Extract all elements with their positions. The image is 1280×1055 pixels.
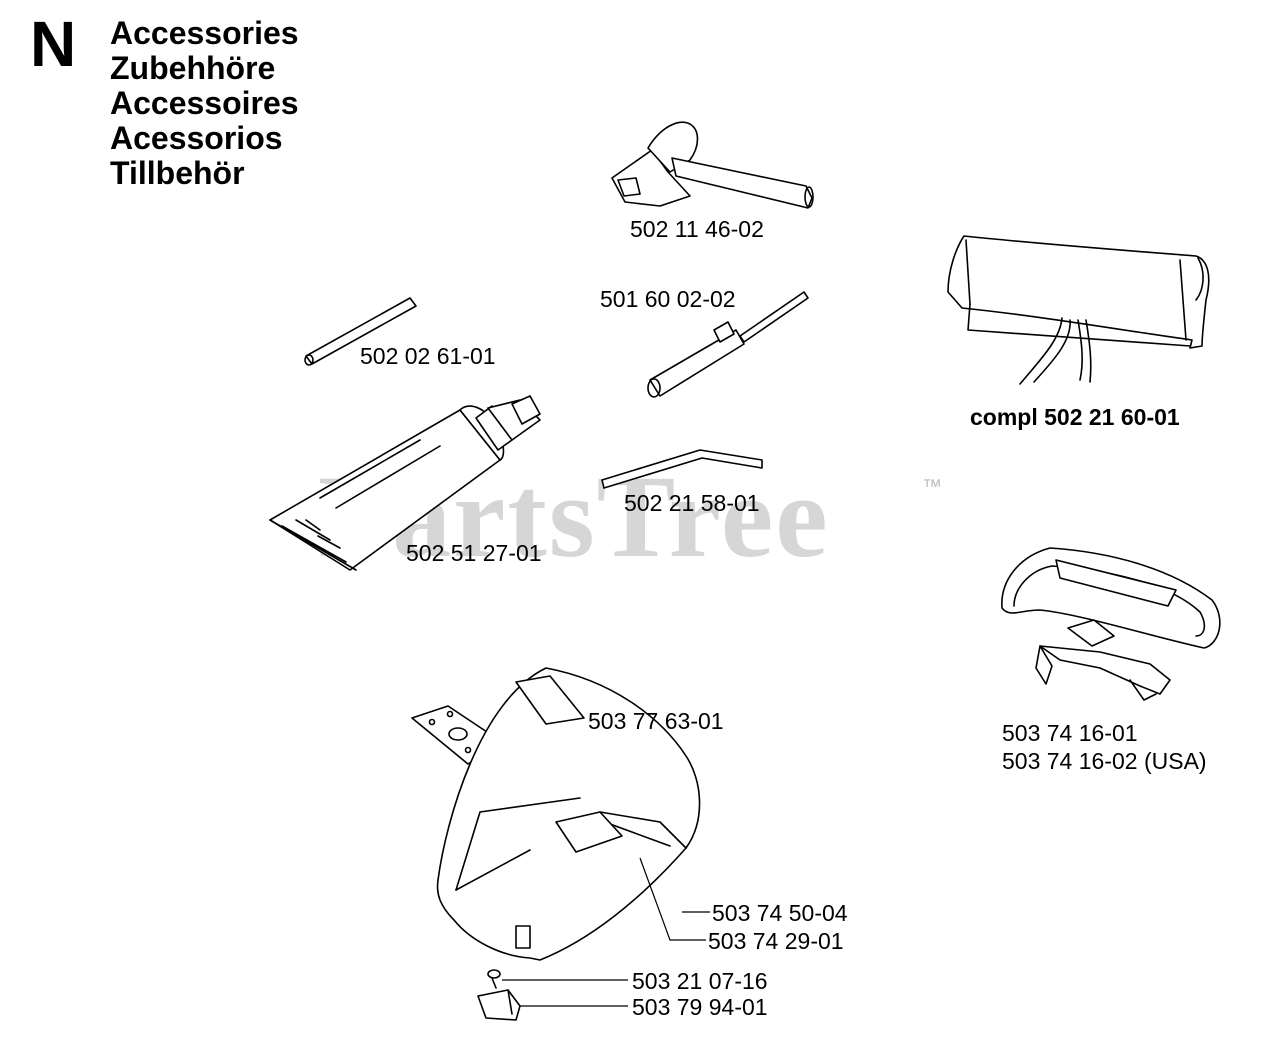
part-number-screw[interactable]: 503 21 07-16 <box>632 968 768 994</box>
part-number-wrench[interactable]: 502 11 46-02 <box>630 216 764 242</box>
title-french: Accessoires <box>110 85 299 121</box>
watermark-trademark: ™ <box>922 476 942 498</box>
part-number-file-holder[interactable]: 501 60 02-02 <box>600 286 736 312</box>
blade-guard-bag-icon[interactable] <box>947 235 1210 385</box>
part-number-hex-key[interactable]: 502 21 58-01 <box>624 490 760 516</box>
part-number-grease-tube[interactable]: 502 51 27-01 <box>406 540 542 566</box>
title-swedish: Tillbehör <box>110 155 245 191</box>
clip-icon[interactable] <box>477 989 628 1021</box>
part-number-blade-guard-bag[interactable]: compl 502 21 60-01 <box>970 404 1180 430</box>
rod-icon[interactable] <box>304 297 417 366</box>
title-german: Zubehhöre <box>110 50 276 86</box>
title-english: Accessories <box>110 15 299 51</box>
part-number-rod[interactable]: 502 02 61-01 <box>360 343 496 369</box>
part-number-harness[interactable]: 503 74 16-01 <box>1002 720 1138 746</box>
part-number-guard-decal[interactable]: 503 74 29-01 <box>708 928 844 954</box>
trimmer-guard-icon[interactable] <box>436 667 710 961</box>
section-letter: N <box>30 8 77 80</box>
part-number-plate[interactable]: 503 77 63-01 <box>588 708 724 734</box>
hex-key-icon[interactable] <box>601 449 763 489</box>
combination-wrench-icon[interactable] <box>611 121 814 209</box>
grease-tube-icon[interactable] <box>269 395 541 571</box>
part-number-harness-usa[interactable]: 503 74 16-02 (USA) <box>1002 748 1207 774</box>
file-holder-icon[interactable] <box>647 291 809 398</box>
screw-icon[interactable] <box>487 969 628 989</box>
part-number-clip[interactable]: 503 79 94-01 <box>632 994 768 1020</box>
section-titles: Accessories Zubehhöre Accessoires Acesso… <box>110 16 299 191</box>
part-number-guard[interactable]: 503 74 50-04 <box>712 900 848 926</box>
shoulder-harness-icon[interactable] <box>1001 547 1221 701</box>
title-portuguese: Acessorios <box>110 120 283 156</box>
